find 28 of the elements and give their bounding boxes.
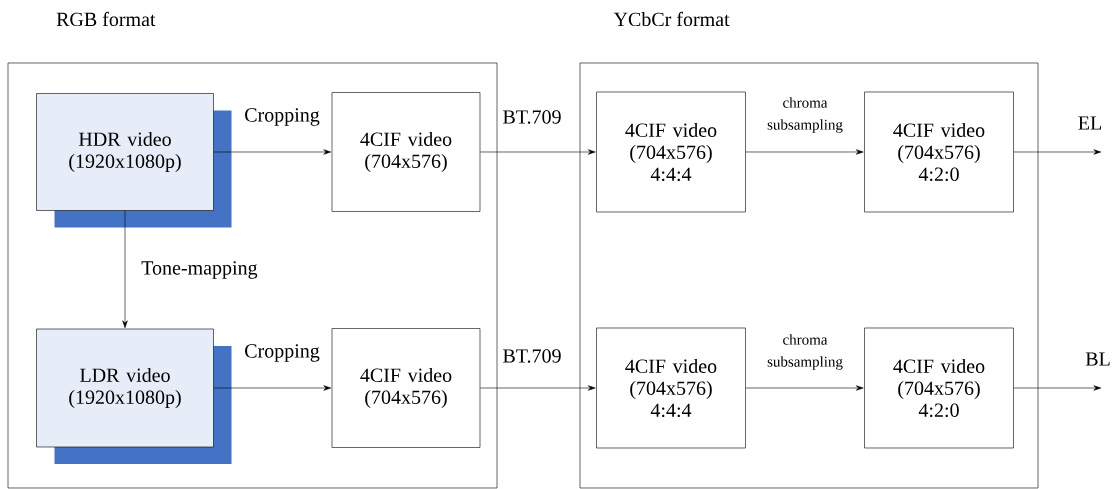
edge-label: Tone-mapping: [140, 260, 259, 280]
edge-label: BT.709: [501, 348, 563, 364]
edge-label: chroma subsampling: [756, 96, 854, 134]
edge-label: Cropping: [243, 343, 321, 363]
edge-label: EL: [1076, 115, 1104, 131]
video-box: 4CIF video (704x576): [331, 328, 481, 448]
arrow: [745, 385, 864, 391]
arrow: [480, 385, 596, 391]
node-label: RGB format: [56, 11, 156, 27]
video-box: LDR video (1920x1080p): [36, 328, 232, 464]
video-box: 4CIF video (704x576) 4:4:4: [596, 91, 746, 213]
edge-label: chroma subsampling: [756, 333, 854, 371]
video-box: 4CIF video (704x576): [331, 92, 481, 212]
edge-label: Cropping: [243, 107, 321, 127]
arrow: [122, 210, 128, 329]
video-box: 4CIF video (704x576) 4:2:0: [864, 327, 1014, 449]
edge-label: BL: [1084, 351, 1112, 367]
video-box: 4CIF video (704x576) 4:2:0: [864, 91, 1014, 213]
arrow: [1013, 149, 1102, 155]
arrow: [213, 149, 332, 155]
arrow: [213, 385, 332, 391]
node-label: YCbCr format: [613, 11, 730, 27]
video-box: HDR video (1920x1080p): [36, 93, 232, 228]
arrow: [1013, 385, 1102, 391]
arrow: [745, 149, 864, 155]
edge-label: BT.709: [501, 109, 563, 125]
video-box: 4CIF video (704x576) 4:4:4: [596, 327, 746, 449]
arrow: [480, 149, 596, 155]
